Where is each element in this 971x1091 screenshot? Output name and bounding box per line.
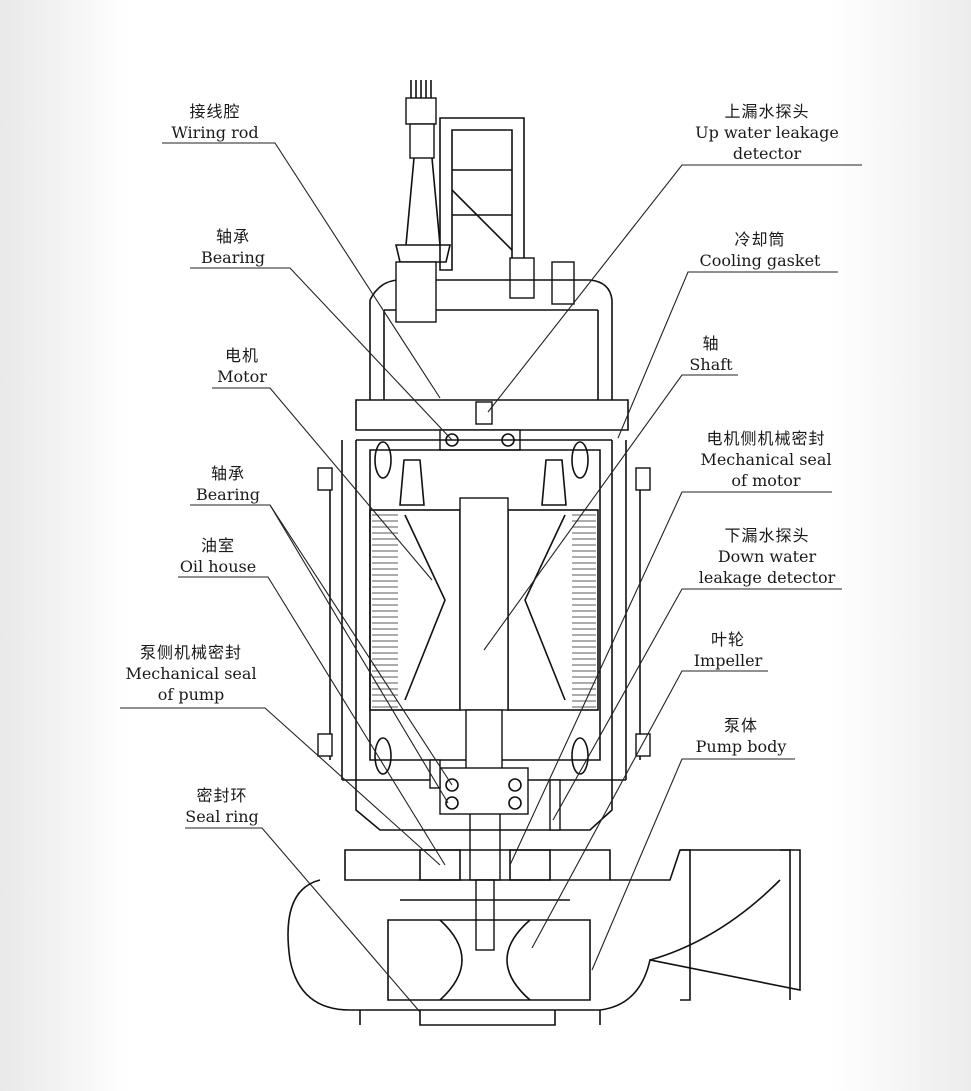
label-wiring-rod: 接线腔 Wiring rod [165, 101, 265, 143]
label-bearing-top: 轴承 Bearing [183, 226, 283, 268]
label-down-detector-en: Down water [717, 547, 817, 566]
label-bearing-bottom-en: Bearing [195, 485, 261, 504]
leader-cooling-gasket [617, 271, 838, 439]
label-pump-body-zh: 泵体 [723, 716, 758, 735]
leader-shaft [483, 374, 738, 651]
label-cooling-gasket: 冷却筒 Cooling gasket [690, 229, 830, 271]
label-mech-seal-motor: 电机侧机械密封 Mechanical seal of motor [688, 428, 844, 491]
label-down-detector-zh: 下漏水探头 [724, 526, 810, 545]
label-up-detector: 上漏水探头 Up water leakage detector [682, 101, 852, 164]
label-pump-body: 泵体 Pump body [688, 715, 794, 757]
label-seal-ring-zh: 密封环 [196, 786, 248, 805]
leader-mech-seal-pump [120, 707, 441, 866]
label-oil-house-zh: 油室 [200, 536, 235, 555]
label-up-detector-zh: 上漏水探头 [724, 102, 810, 121]
label-bearing-bottom-zh: 轴承 [210, 464, 245, 483]
label-shaft: 轴 Shaft [681, 333, 741, 375]
label-up-detector-en: Up water leakage [695, 123, 839, 142]
label-bearing-top-en: Bearing [200, 248, 266, 267]
label-up-detector-en2: detector [732, 144, 802, 163]
label-wiring-rod-zh: 接线腔 [189, 102, 241, 121]
leader-down-detector [552, 588, 842, 821]
leader-oil-house [178, 576, 446, 866]
label-mech-seal-pump: 泵侧机械密封 Mechanical seal of pump [118, 642, 264, 705]
leader-seal-ring [185, 827, 421, 1013]
leader-pump-body [591, 758, 795, 971]
label-shaft-zh: 轴 [702, 334, 720, 353]
label-oil-house: 油室 Oil house [168, 535, 268, 577]
label-down-detector: 下漏水探头 Down water leakage detector [690, 525, 844, 588]
label-bearing-top-zh: 轴承 [215, 227, 250, 246]
label-impeller-zh: 叶轮 [710, 630, 745, 649]
label-down-detector-en2: leakage detector [698, 568, 836, 587]
label-oil-house-en: Oil house [179, 557, 257, 576]
label-motor-en: Motor [217, 367, 267, 386]
label-mech-seal-motor-zh: 电机侧机械密封 [706, 429, 826, 448]
label-impeller: 叶轮 Impeller [686, 629, 770, 671]
pump-casing [287, 849, 801, 1026]
label-bearing-bottom: 轴承 Bearing [178, 463, 278, 505]
label-mech-seal-pump-zh: 泵侧机械密封 [139, 643, 242, 662]
label-mech-seal-motor-en2: of motor [731, 471, 801, 490]
leader-bearing-bottom-b [269, 504, 449, 804]
leader-wiring-rod [162, 142, 441, 399]
lifting-bracket [439, 117, 575, 305]
rotor-shaft [439, 497, 529, 951]
leader-motor [212, 387, 433, 581]
leader-up-detector [487, 164, 862, 413]
top-cover [355, 261, 629, 451]
label-seal-ring-en: Seal ring [185, 807, 259, 826]
label-cooling-gasket-zh: 冷却筒 [734, 230, 786, 249]
leader-mech-seal-motor [509, 491, 832, 866]
leader-lines [120, 142, 862, 1013]
label-mech-seal-pump-en: Mechanical seal [125, 664, 257, 683]
label-wiring-rod-en: Wiring rod [171, 123, 259, 142]
leader-bearing-top [190, 267, 453, 441]
label-mech-seal-pump-en2: of pump [157, 685, 225, 704]
label-cooling-gasket-en: Cooling gasket [699, 251, 821, 270]
leader-impeller [531, 670, 768, 949]
label-seal-ring: 密封环 Seal ring [172, 785, 272, 827]
label-mech-seal-motor-en: Mechanical seal [700, 450, 832, 469]
power-cable [394, 80, 452, 263]
label-shaft-en: Shaft [689, 355, 733, 374]
label-motor: 电机 Motor [192, 345, 292, 387]
label-pump-body-en: Pump body [695, 737, 787, 756]
label-motor-zh: 电机 [224, 346, 259, 365]
label-impeller-en: Impeller [693, 651, 763, 670]
